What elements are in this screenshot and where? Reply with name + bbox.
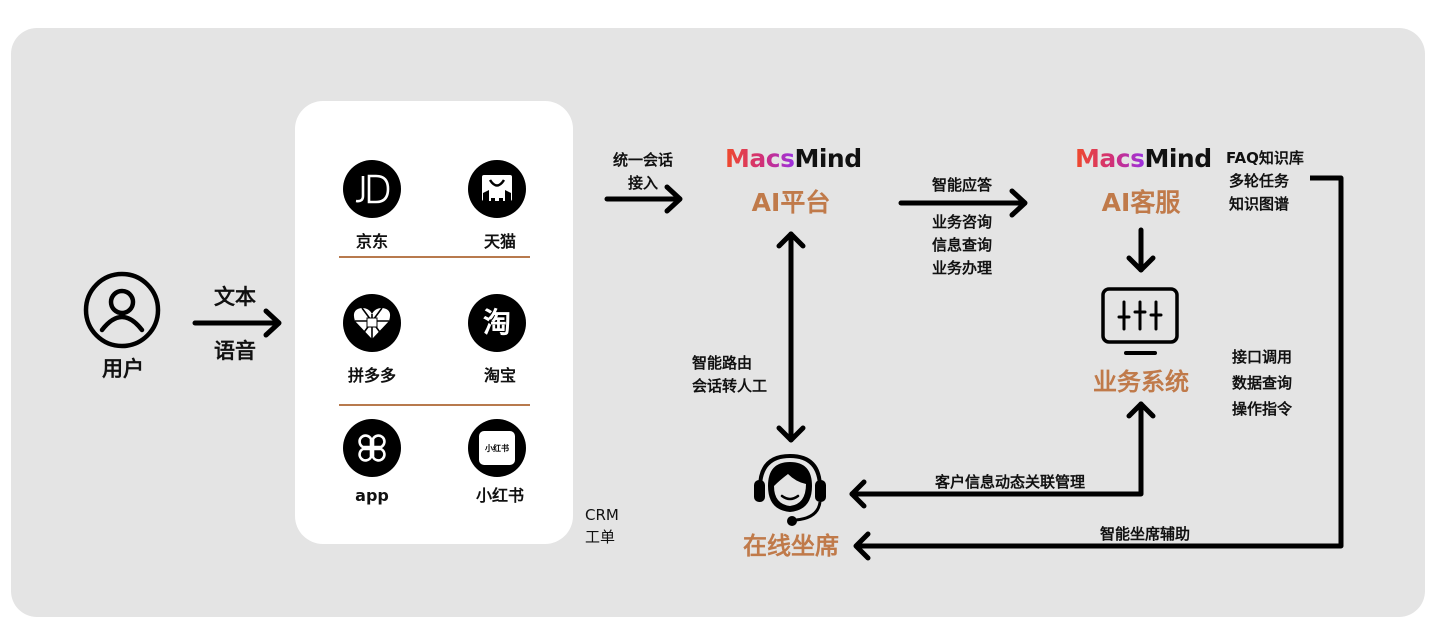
crm-note: CRM 工单 bbox=[585, 504, 619, 548]
feature-data-query: 数据查询 bbox=[1232, 374, 1293, 392]
smart-answer-label: 智能应答 bbox=[931, 176, 992, 194]
agent-title: 在线坐席 bbox=[743, 532, 839, 560]
input-type-text-label: 文本 bbox=[214, 285, 256, 309]
arrow-platform-agent-bidirectional bbox=[776, 231, 806, 443]
channel-divider bbox=[339, 404, 530, 406]
routing-label-transfer: 会话转人工 bbox=[692, 377, 768, 395]
routing-labels: 智能路由 会话转人工 bbox=[692, 352, 767, 398]
ai-service-features: FAQ知识库 多轮任务 知识图谱 bbox=[1226, 147, 1304, 216]
channel-label-app: app bbox=[355, 486, 389, 505]
channel-divider bbox=[339, 256, 530, 258]
jd-icon[interactable] bbox=[343, 160, 401, 218]
ticket-label: 工单 bbox=[585, 528, 616, 546]
pinduoduo-icon[interactable] bbox=[343, 294, 401, 352]
session-access-label: 统一会话 接入 bbox=[603, 149, 683, 195]
channel-label-taobao: 淘宝 bbox=[483, 366, 516, 385]
channel-label-xiaohongshu: 小红书 bbox=[475, 486, 524, 505]
session-label-line2: 接入 bbox=[627, 174, 658, 192]
feature-operation-command: 操作指令 bbox=[1232, 400, 1293, 418]
agent-assist-label: 智能坐席辅助 bbox=[1099, 525, 1190, 543]
feature-api-call: 接口调用 bbox=[1232, 348, 1293, 366]
tmall-icon[interactable] bbox=[468, 160, 526, 218]
arrow-channels-to-platform bbox=[604, 184, 683, 214]
xiaohongshu-icon[interactable]: 小红书 bbox=[468, 419, 526, 477]
user-icon bbox=[83, 271, 161, 349]
macsmind-logo-service: MacsMind bbox=[1075, 144, 1212, 173]
feature-faq: FAQ知识库 bbox=[1226, 149, 1304, 167]
user-node: 用户 bbox=[78, 268, 168, 388]
ai-service-title: AI客服 bbox=[1101, 188, 1181, 217]
arrow-platform-to-service bbox=[898, 188, 1028, 218]
input-type-voice-label: 语音 bbox=[214, 339, 256, 363]
answer-type-item: 业务咨询 bbox=[931, 213, 992, 231]
channel-label-pinduoduo: 拼多多 bbox=[347, 366, 396, 385]
answer-types-list: 业务咨询 信息查询 业务办理 bbox=[912, 211, 1012, 280]
feature-knowledge-graph: 知识图谱 bbox=[1229, 195, 1290, 213]
arrow-assist-to-agent bbox=[853, 175, 1344, 561]
sliders-monitor-icon bbox=[1101, 287, 1179, 355]
answer-type-item: 信息查询 bbox=[931, 236, 992, 254]
crm-label: CRM bbox=[585, 506, 619, 524]
app-icon[interactable] bbox=[343, 419, 401, 477]
macsmind-logo-platform: MacsMind bbox=[725, 144, 862, 173]
user-label: 用户 bbox=[102, 357, 144, 381]
channel-label-jd: 京东 bbox=[355, 232, 388, 251]
business-system-features: 接口调用 数据查询 操作指令 bbox=[1232, 344, 1292, 422]
ai-platform-title: AI平台 bbox=[751, 188, 831, 217]
customer-info-label: 客户信息动态关联管理 bbox=[934, 473, 1085, 491]
feature-multi-turn: 多轮任务 bbox=[1229, 172, 1290, 190]
arrow-user-to-channels bbox=[192, 308, 282, 338]
session-label-line1: 统一会话 bbox=[612, 151, 673, 169]
taobao-icon[interactable]: 淘 bbox=[468, 294, 526, 352]
channels-card: 京东 天猫 拼多多 淘 淘宝 app 小红书 小红书 bbox=[295, 101, 573, 544]
arrow-business-to-agent bbox=[849, 401, 1156, 509]
answer-type-item: 业务办理 bbox=[931, 259, 992, 277]
routing-label-smart: 智能路由 bbox=[692, 354, 753, 372]
business-system-title: 业务系统 bbox=[1093, 368, 1189, 396]
arrow-service-to-business bbox=[1126, 227, 1156, 273]
headset-agent-icon bbox=[754, 453, 826, 526]
channel-label-tmall: 天猫 bbox=[483, 232, 516, 251]
